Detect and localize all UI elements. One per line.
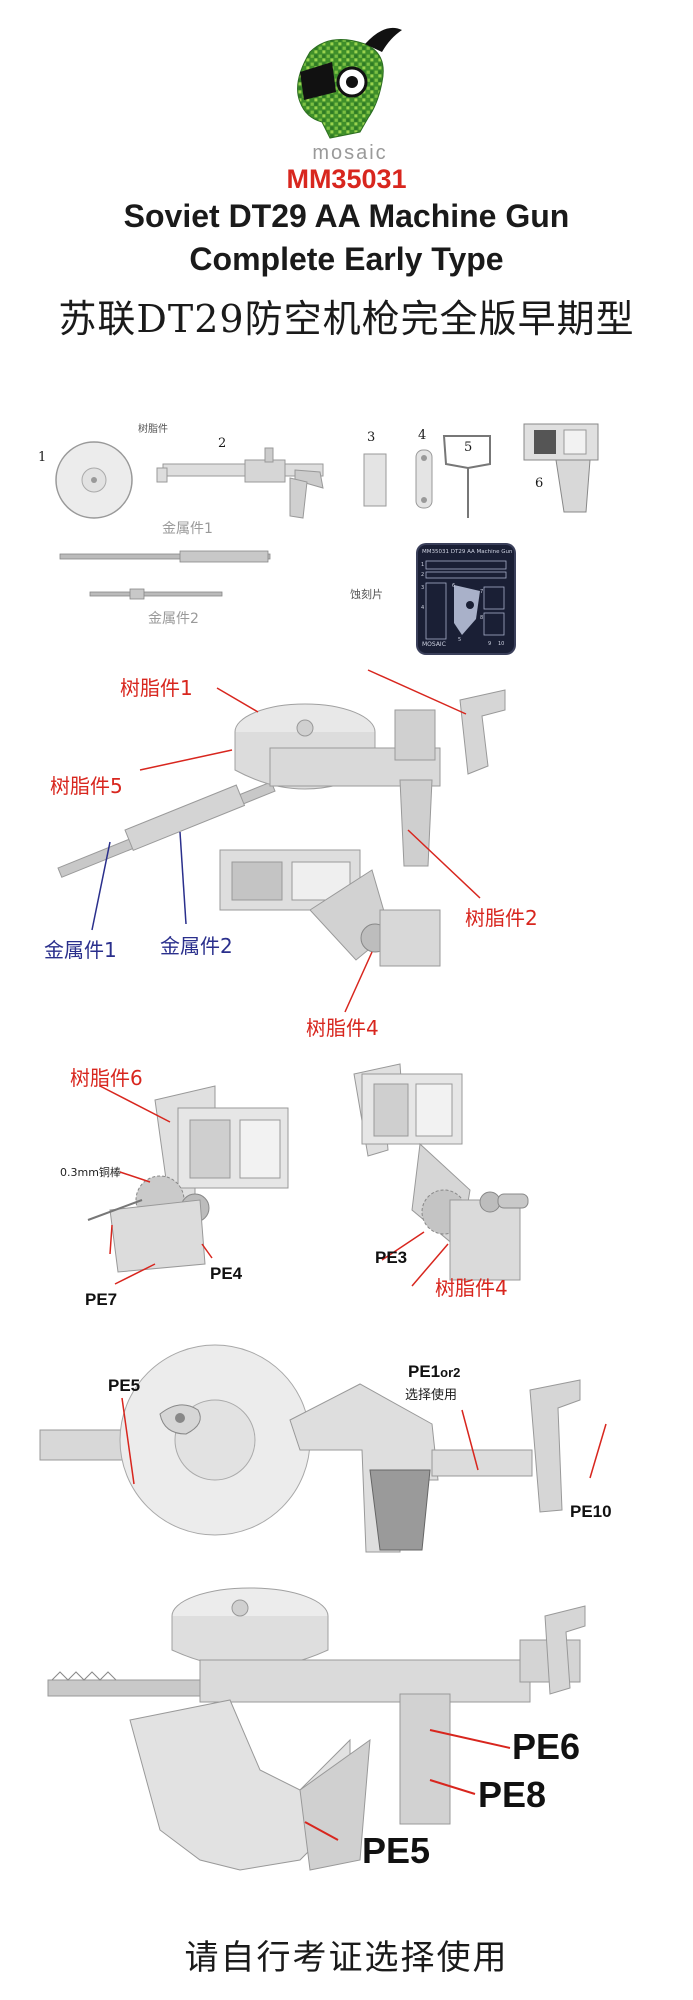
pe-fret-sheet: MM35031 DT29 AA Machine Gun MOSAIC 1 2 3…: [418, 545, 514, 653]
part-number-1: 1: [38, 450, 47, 465]
label-metal-1: 金属件1: [44, 938, 117, 962]
pe-num-10: 10: [498, 641, 505, 647]
gun-assembly-illustration: [57, 669, 506, 1013]
footer-note: 请自行考证选择使用: [184, 1938, 509, 1978]
pe-num-9: 9: [488, 641, 492, 647]
label-pe1or2: PE1or2: [408, 1362, 460, 1382]
title-chinese: 苏联DT29防空机枪完全版早期型: [58, 297, 635, 341]
assembly-step-3: PE5 PE1or2 选择使用 PE10: [0, 1344, 693, 1560]
label-pe5-top: PE5: [108, 1376, 141, 1395]
metal-barrel-1-icon: [59, 550, 271, 563]
resin-block-3-icon: [363, 453, 387, 507]
gun-body-icon: [156, 447, 324, 519]
pe-sheet-title: MM35031 DT29 AA Machine Gun: [422, 549, 513, 555]
label-resin-1: 树脂件1: [120, 676, 193, 700]
label-resin-4: 树脂件4: [306, 1016, 379, 1040]
label-select-use: 选择使用: [405, 1388, 458, 1403]
pe-num-5: 5: [458, 637, 462, 643]
brand-name: mosaic: [312, 142, 388, 164]
full-gun-detail-illustration: [47, 1587, 586, 1871]
label-or2: or2: [440, 1365, 461, 1380]
assembly-step-2: 树脂件6 0.3mm铜棒 PE4 PE7 PE3 树脂件4: [0, 1050, 693, 1310]
label-resin-5: 树脂件5: [50, 774, 123, 798]
assembly-step-4: PE6 PE8 PE5: [0, 1570, 693, 1900]
label-resin-2: 树脂件2: [465, 906, 538, 930]
pe-num-2: 2: [421, 572, 425, 578]
metal-part-2-label: 金属件2: [148, 611, 199, 627]
pe-num-7: 7: [480, 589, 484, 595]
pe-num-3: 3: [421, 585, 425, 591]
pe-fret-parts-icon: [425, 560, 507, 640]
label-pe3: PE3: [375, 1248, 408, 1267]
metal-part-1-label: 金属件1: [162, 521, 213, 537]
receiver-detail-illustration: [39, 1344, 607, 1553]
logo: [270, 22, 420, 162]
part-number-4: 4: [418, 428, 427, 443]
assembly-step-1: 树脂件1 树脂件5 金属件1 金属件2 树脂件2 树脂件4: [0, 669, 693, 1040]
resin-bracket-4-icon: [415, 449, 433, 509]
mount-assembly-left-illustration: [87, 1085, 289, 1285]
pe-sheet-label: 蚀刻片: [350, 588, 383, 601]
label-pe8: PE8: [478, 1774, 547, 1815]
mosaic-logo-icon: [297, 27, 402, 139]
label-resin-4b: 树脂件4: [435, 1276, 508, 1300]
pe-num-6: 6: [452, 583, 456, 589]
metal-barrel-2-icon: [89, 588, 223, 600]
resin-mount-6-icon: [523, 423, 599, 513]
pe-num-4: 4: [421, 605, 425, 611]
drum-magazine-icon: [55, 441, 133, 519]
label-pe5-bottom: PE5: [362, 1830, 431, 1871]
part-number-5: 5: [464, 440, 473, 455]
part-number-3: 3: [367, 430, 376, 445]
resin-parts-header: 树脂件: [138, 424, 168, 435]
label-pe1: PE1: [408, 1362, 441, 1381]
pe-num-1: 1: [421, 562, 425, 568]
part-number-2: 2: [218, 436, 227, 451]
title-line-2: Complete Early Type: [189, 241, 504, 277]
pe-sheet-brand: MOSAIC: [422, 641, 446, 648]
title-line-1: Soviet DT29 AA Machine Gun: [123, 198, 570, 234]
label-resin-6: 树脂件6: [70, 1066, 143, 1090]
part-number-6: 6: [535, 476, 544, 491]
label-pe6: PE6: [512, 1726, 581, 1767]
product-code: MM35031: [286, 164, 407, 194]
mount-assembly-right-illustration: [353, 1063, 529, 1287]
label-pe10: PE10: [570, 1502, 612, 1521]
pe-num-8: 8: [480, 615, 484, 621]
label-copper-rod: 0.3mm铜棒: [60, 1166, 121, 1179]
resin-sight-5-icon: [442, 435, 491, 518]
label-metal-2: 金属件2: [160, 934, 233, 958]
label-pe4: PE4: [210, 1264, 243, 1283]
label-pe7: PE7: [85, 1290, 118, 1309]
parts-overview: 树脂件 1 2 3 4 5 6 金属件1: [0, 400, 693, 660]
